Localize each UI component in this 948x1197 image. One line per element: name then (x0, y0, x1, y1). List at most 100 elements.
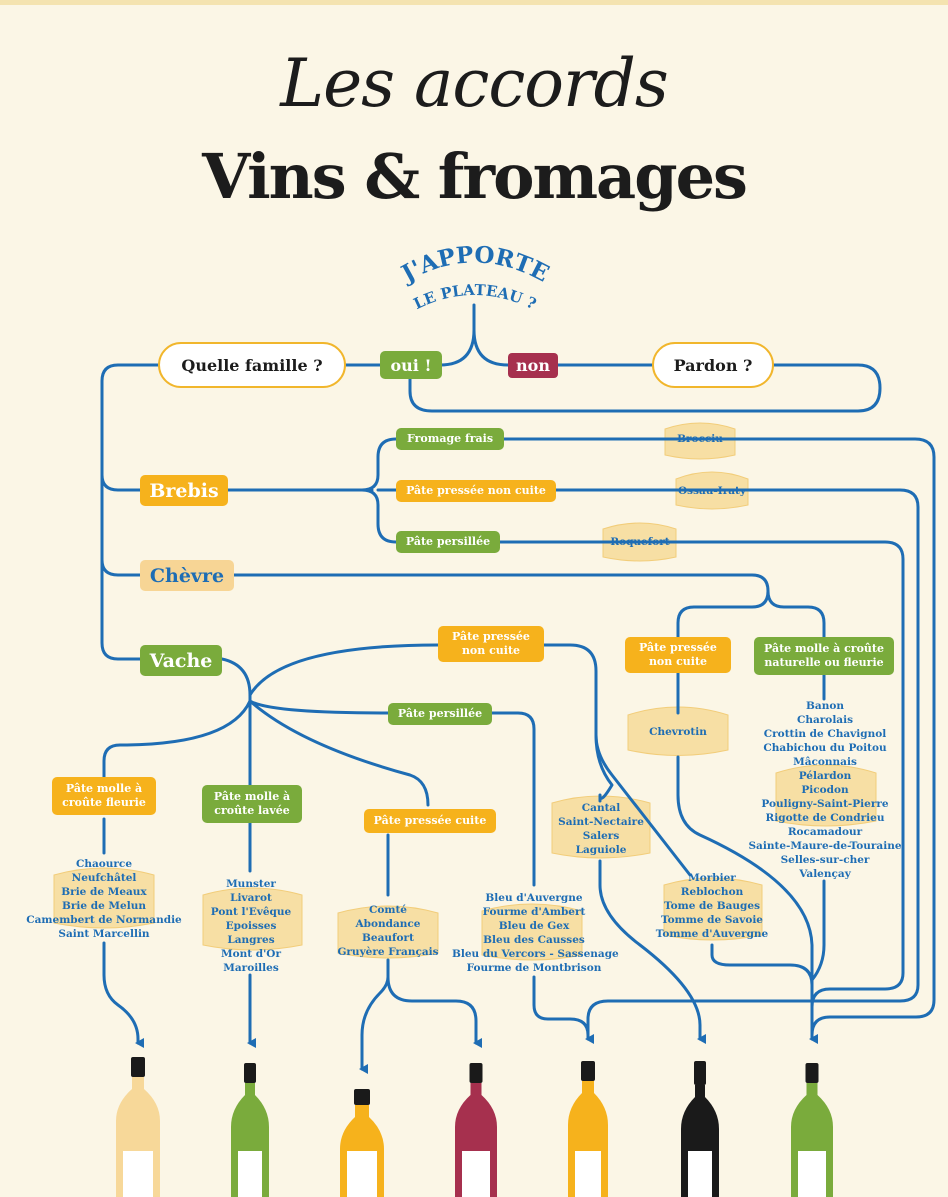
bottle-label (462, 1151, 490, 1197)
cheese-icon (481, 903, 583, 961)
title-line2: Vins & fromages (202, 140, 748, 213)
cheese-name: Picodon (801, 784, 849, 796)
cheese-name: Langres (227, 934, 275, 946)
wine-bottle (231, 1063, 269, 1197)
cheese-name: Bleu de Gex (498, 920, 570, 932)
cheese-roquefort: Roquefort (610, 536, 670, 548)
wine-bottle (116, 1057, 160, 1197)
cheese-name: Neufchâtel (71, 872, 137, 884)
vache-pressed-raw: Pâte pressée non cuite (438, 626, 544, 662)
cheese-name: Mont d'Or (220, 948, 281, 960)
wine-bottle (681, 1061, 719, 1197)
cheese-name: Saint Marcellin (58, 928, 150, 940)
bottle-cap (805, 1063, 819, 1083)
bottle-cap (694, 1061, 706, 1085)
cheese-ossau-iraty: Ossau-Iraty (678, 485, 746, 497)
cheese-icon (202, 887, 303, 951)
cheese-name: Bleu d'Auvergne (485, 892, 583, 904)
cheese-name: Gruyère Français (337, 946, 439, 958)
flowchart-lines: J'APPORTE LE PLATEAU ? (53, 241, 936, 1197)
cheese-icon (627, 706, 729, 756)
vache-blue: Pâte persillée (388, 703, 492, 725)
yes-answer: oui ! (380, 351, 442, 379)
cheese-name: Rocamadour (787, 826, 863, 838)
cheese-name: Fourme de Montbrison (466, 962, 602, 974)
wine-bottle (568, 1061, 608, 1197)
wine-bottle (791, 1063, 833, 1197)
bottle-cap (581, 1061, 595, 1081)
cheese-name: Abondance (355, 918, 421, 930)
family-brebis: Brebis (140, 475, 228, 506)
cheese-name: Epoisses (225, 920, 277, 932)
wine-bottles (116, 1057, 833, 1197)
cheese-icon (664, 422, 736, 460)
brebis-fresh: Fromage frais (396, 428, 504, 450)
cheese-name: Chabichou du Poitou (763, 742, 887, 754)
cheese-name: Sainte-Maure-de-Touraine (748, 840, 902, 852)
cheese-chevrotin: Chevrotin (649, 726, 707, 738)
wine-bottle (340, 1089, 384, 1197)
bottle-cap (469, 1063, 483, 1083)
cheese-name: Saint-Nectaire (558, 816, 644, 828)
wine-bottle (455, 1063, 497, 1197)
cheese-name: Fourme d'Ambert (482, 906, 586, 918)
title-line1: Les accords (280, 45, 668, 122)
cheese-name: Morbier (688, 872, 736, 884)
cheese-icon (53, 867, 155, 929)
cheese-name: Munster (226, 878, 276, 890)
bottle-label (347, 1151, 377, 1197)
cheese-name: Livarot (230, 892, 272, 904)
cheese-name: Chaource (75, 858, 133, 870)
vache-soft-bloom: Pâte molle à croûte fleurie (52, 777, 156, 815)
cheese-icon (551, 795, 651, 859)
cheese-name: Pélardon (798, 770, 852, 782)
cheese-name: Tome de Bauges (664, 900, 760, 912)
bottle-label (798, 1151, 826, 1197)
cheese-name: Laguiole (575, 844, 627, 856)
cheese-name: Banon (806, 700, 844, 712)
cheese-name: Camembert de Normandie (26, 914, 182, 926)
cheese-name: Selles-sur-cher (780, 854, 870, 866)
cheese-icon (337, 905, 439, 959)
bottle-label (688, 1151, 712, 1197)
cheese-name: Reblochon (680, 886, 744, 898)
cheese-name: Cantal (581, 802, 621, 814)
bottle-label (575, 1151, 601, 1197)
cheese-name: Mâconnais (793, 756, 857, 768)
cheese-name: Pont l'Evêque (210, 906, 292, 918)
vache-soft-washed: Pâte molle à croûte lavée (202, 785, 302, 823)
cheese-name: Brie de Melun (62, 900, 146, 912)
family-chevre: Chèvre (140, 560, 234, 591)
cheese-wedges (53, 422, 877, 961)
cheese-name: Rigotte de Condrieu (765, 812, 885, 824)
cheese-name: Tomme d'Auvergne (655, 928, 769, 940)
pardon-oval: Pardon ? (652, 342, 774, 388)
cheese-name: Maroilles (223, 962, 279, 974)
cheese-icon (775, 764, 877, 827)
cheese-icon (663, 877, 763, 941)
question-line1: J'APPORTE (395, 241, 553, 288)
bottle-cap (354, 1089, 370, 1105)
bottle-cap (131, 1057, 145, 1077)
chevre-soft: Pâte molle à croûte naturelle ou fleurie (754, 637, 894, 675)
cheese-name: Pouligny-Saint-Pierre (761, 798, 889, 810)
cheese-brocciu: Brocciu (677, 433, 723, 445)
no-answer: non (508, 353, 558, 378)
chevre-pressed: Pâte pressée non cuite (625, 637, 731, 673)
family-question: Quelle famille ? (158, 342, 346, 388)
cheese-name: Brie de Meaux (61, 886, 147, 898)
bottle-cap (244, 1063, 256, 1083)
cheese-name: Tomme de Savoie (660, 914, 763, 926)
brebis-pressed: Pâte pressée non cuite (396, 480, 556, 502)
cheese-name: Salers (582, 830, 620, 842)
family-vache: Vache (140, 645, 222, 676)
bottle-label (123, 1151, 153, 1197)
